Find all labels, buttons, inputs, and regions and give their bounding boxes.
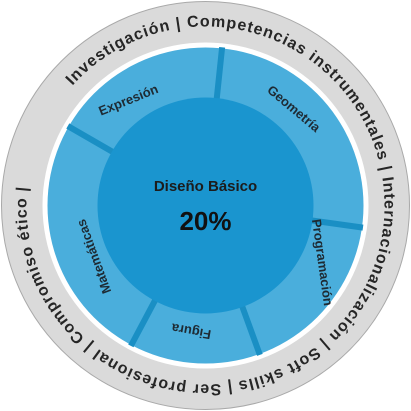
segment-separator	[238, 302, 263, 356]
segment-label-figura: Figura	[170, 320, 212, 342]
center-value: 20%	[179, 206, 231, 236]
segment-separator	[66, 123, 117, 157]
segment-separator	[128, 295, 160, 348]
center-title: Diseño Básico	[154, 178, 257, 195]
center-disc	[97, 97, 314, 314]
segment-separator	[213, 47, 226, 103]
segment-separator	[308, 217, 364, 231]
segment-separators	[66, 47, 364, 356]
